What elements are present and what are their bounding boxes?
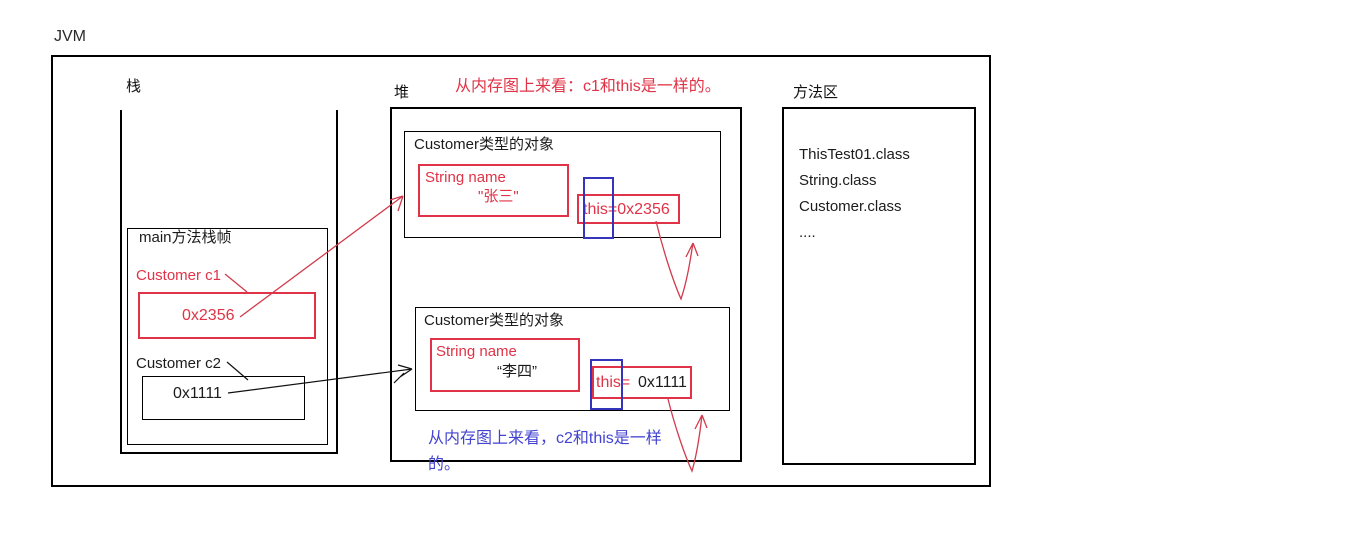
object1-this-text: this=0x2356 (583, 201, 670, 218)
object1-this-highlight (583, 177, 614, 239)
object1-box: Customer类型的对象 (404, 131, 721, 238)
heap-label: 堆 (394, 84, 410, 101)
c2-value: 0x1111 (173, 385, 222, 402)
jvm-label: JVM (54, 28, 86, 45)
object1-field-value: "张三" (478, 188, 519, 205)
object1-field-label: String name (425, 169, 506, 186)
stack-label: 栈 (126, 78, 142, 95)
object2-this-value: 0x1111 (638, 374, 687, 391)
c1-declaration: Customer c1 (136, 267, 222, 284)
main-frame-box (127, 228, 328, 445)
annotation-c1-this: 从内存图上来看：c1和this是一样的。 (455, 78, 721, 95)
object2-box: Customer类型的对象 (415, 307, 730, 411)
c1-value: 0x2356 (182, 307, 235, 324)
object2-field-label: String name (436, 343, 517, 360)
object2-field-value: “李四” (497, 363, 537, 380)
c1-value-box: 0x2356 (138, 292, 316, 339)
annotation-c2-this-line2: 的。 (428, 456, 461, 473)
method-area-item: String.class (799, 172, 877, 189)
annotation-c2-this-line1: 从内存图上来看，c2和this是一样 (428, 430, 662, 447)
object2-this-highlight (590, 359, 623, 410)
c2-declaration: Customer c2 (136, 355, 222, 372)
method-area-item: Customer.class (799, 198, 902, 215)
method-area-item: ThisTest01.class (799, 146, 910, 163)
main-frame-label: main方法栈帧 (139, 229, 232, 246)
object1-name-field-box: String name "张三" (418, 164, 569, 217)
jvm-box (51, 55, 991, 487)
object2-name-field-box: String name “李四” (430, 338, 580, 392)
object1-title: Customer类型的对象 (414, 136, 555, 153)
method-area-box: ThisTest01.class String.class Customer.c… (782, 107, 976, 465)
object2-title: Customer类型的对象 (424, 312, 565, 329)
object1-this-box: this=0x2356 (577, 194, 680, 224)
c2-value-box: 0x1111 (142, 376, 305, 420)
method-area-label: 方法区 (793, 84, 839, 101)
method-area-item: .... (799, 224, 816, 241)
